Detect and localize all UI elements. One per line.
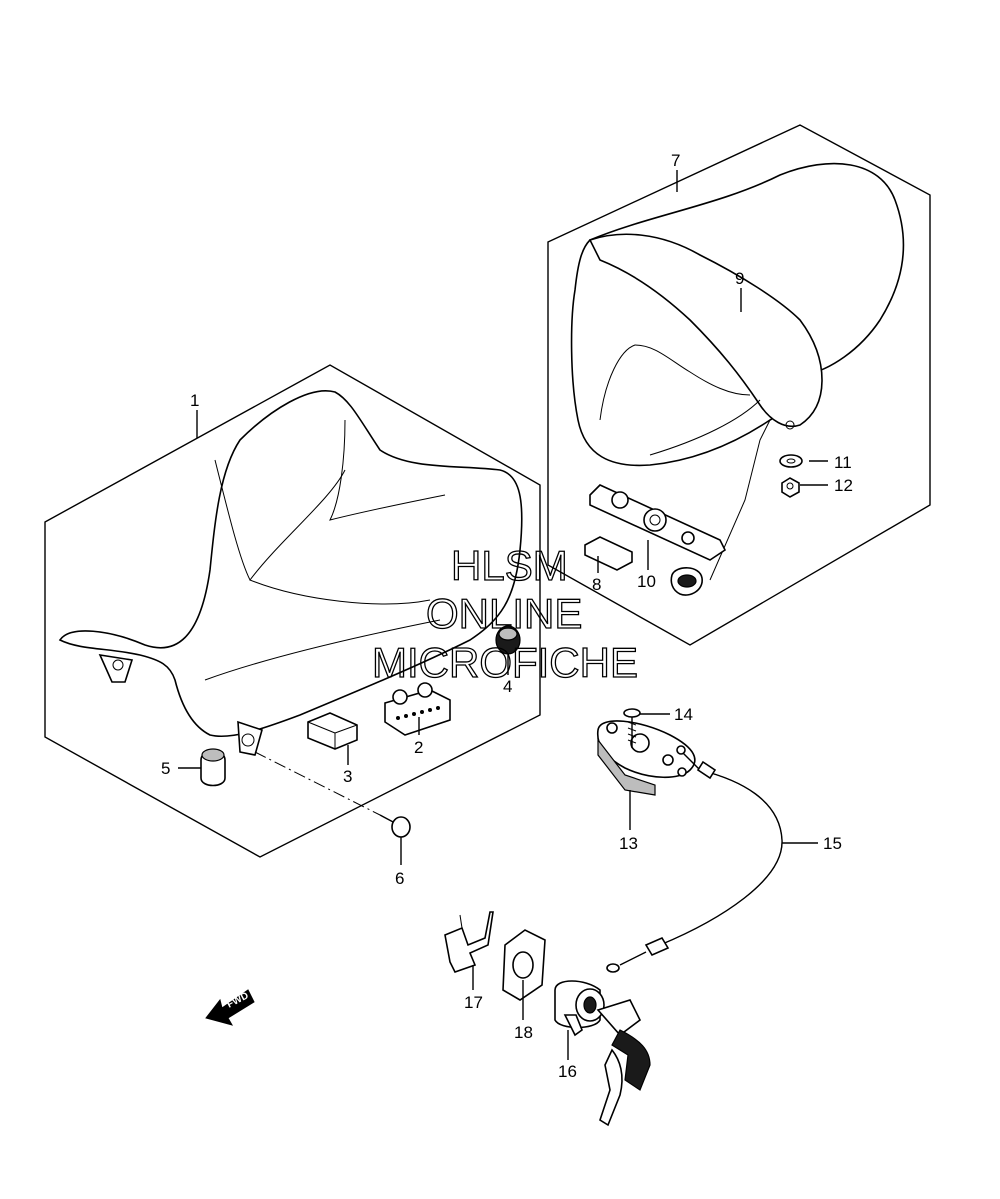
callout-1: 1 [190, 391, 199, 410]
block-part-3 [307, 712, 358, 750]
callout-15: 15 [823, 834, 842, 853]
fwd-arrow-icon: FWD [205, 989, 255, 1026]
callout-3: 3 [343, 767, 352, 786]
cable-part-15 [606, 745, 783, 973]
callout-9: 9 [735, 269, 744, 288]
watermark-line-3: MICROFICHE [372, 639, 638, 686]
callout-12: 12 [834, 476, 853, 495]
seat-bracket-part-10 [589, 484, 727, 596]
cushion-part-4 [495, 625, 521, 655]
rear-seat-group-box [547, 124, 931, 646]
cushion-part-5 [200, 748, 226, 787]
pad-part-8 [584, 536, 633, 571]
callouts: 1 2 3 4 5 6 7 8 9 10 11 12 13 14 15 16 1… [161, 151, 853, 1081]
lock-bracket-part-13 [596, 720, 696, 796]
callout-18: 18 [514, 1023, 533, 1042]
callout-2: 2 [414, 738, 423, 757]
callout-16: 16 [558, 1062, 577, 1081]
washer-part-11 [779, 454, 803, 468]
key-cylinder-part-16 [554, 980, 651, 1127]
callout-6: 6 [395, 869, 404, 888]
callout-4: 4 [503, 677, 512, 696]
rear-seat [570, 162, 905, 581]
leader-lines [178, 170, 828, 1060]
callout-13: 13 [619, 834, 638, 853]
screw-part-14 [623, 708, 641, 748]
bolt-part-6 [254, 751, 411, 838]
nut-part-12 [781, 477, 800, 498]
callout-7: 7 [671, 151, 680, 170]
callout-17: 17 [464, 993, 483, 1012]
clamp-part-2 [384, 682, 451, 736]
watermark-line-1: HLSM [451, 542, 568, 589]
callout-11: 11 [834, 453, 852, 472]
front-seat [58, 390, 523, 756]
watermark: HLSM ONLINE MICROFICHE [371, 541, 638, 686]
callout-10: 10 [637, 572, 656, 591]
plate-part-18 [502, 929, 546, 1001]
watermark-line-2: ONLINE [426, 590, 582, 637]
callout-8: 8 [592, 575, 601, 594]
spring-clip-part-17 [444, 911, 494, 973]
callout-5: 5 [161, 759, 170, 778]
front-seat-group-box [44, 364, 541, 858]
callout-14: 14 [674, 705, 693, 724]
